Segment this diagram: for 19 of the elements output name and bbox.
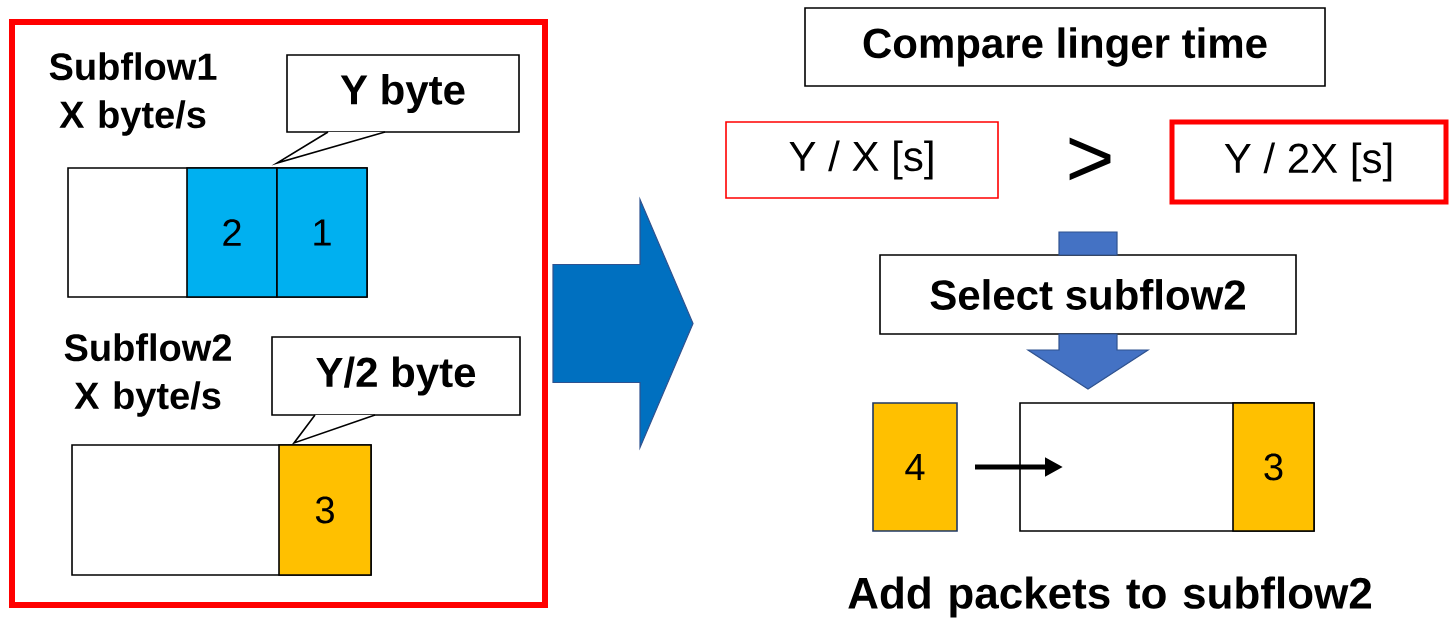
packet-cell: 1 <box>276 167 368 298</box>
packet-cell: 2 <box>186 167 278 298</box>
packet-cell: 3 <box>278 444 372 576</box>
process-box: Select subflow2 <box>879 254 1297 335</box>
callout: Y/2 byte <box>271 336 521 445</box>
packet-box: 4 <box>872 402 958 532</box>
block-arrow <box>552 196 694 451</box>
value-box: Y / 2X [s] <box>1169 119 1449 205</box>
greater-than-sign: > <box>1069 137 1111 181</box>
flow-label: Subflow1 X byte/s <box>49 52 217 136</box>
panel-frame <box>9 19 548 608</box>
flow-label: Subflow2 X byte/s <box>64 333 231 417</box>
packet-cell: 3 <box>1232 402 1315 532</box>
process-box: Compare linger time <box>804 7 1326 87</box>
block-arrow <box>1058 231 1118 256</box>
callout: Y byte <box>271 54 520 166</box>
caption-text: Add packets to subflow2 <box>848 576 1371 618</box>
value-box: Y / X [s] <box>725 121 999 199</box>
block-arrow <box>1025 333 1151 390</box>
